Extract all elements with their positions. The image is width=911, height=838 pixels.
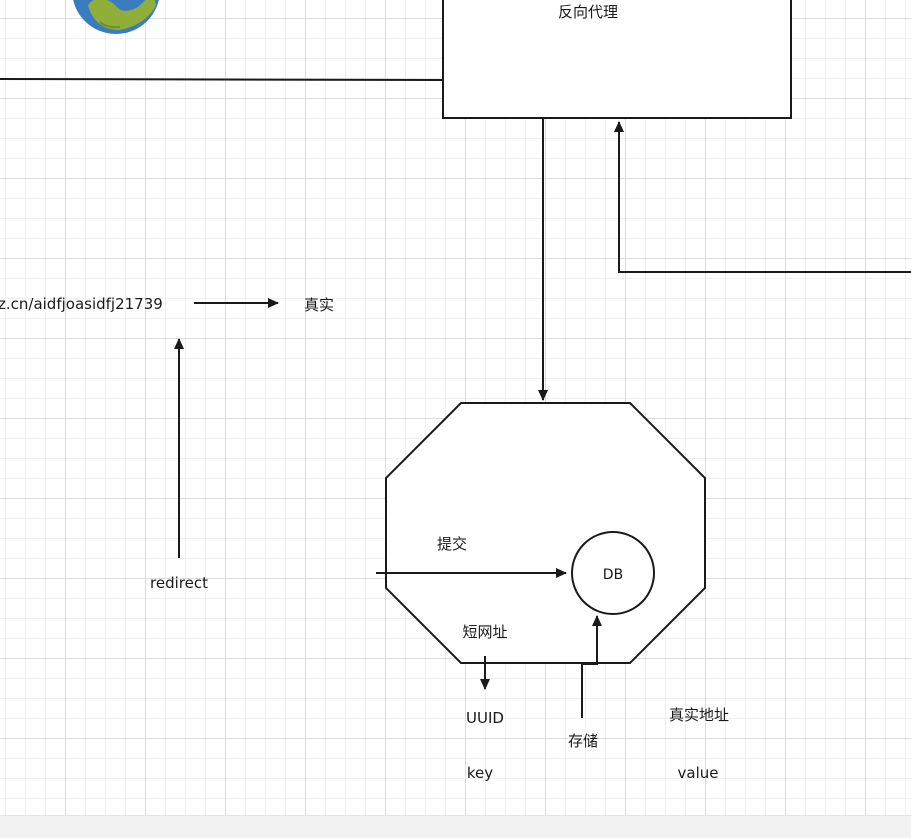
key-label: key: [467, 764, 493, 782]
db-circle: [571, 531, 655, 615]
client-to-proxy-line: [0, 78, 444, 81]
db-label: DB: [603, 567, 623, 583]
service-octagon: [385, 402, 706, 664]
short-url-text: z.cn/aidfjoasidfj21739: [0, 295, 163, 313]
storage-arrow: [581, 615, 602, 718]
submit-label: 提交: [437, 535, 467, 553]
reverse-proxy-label: 反向代理: [558, 3, 618, 21]
real-label: 真实: [304, 296, 334, 314]
globe-icon: [73, 0, 159, 34]
bottom-bar: [0, 815, 911, 838]
uuid-label: UUID: [466, 709, 504, 727]
storage-label: 存储: [568, 732, 598, 750]
value-label: value: [678, 764, 719, 782]
reverse-proxy-box: [442, 0, 792, 119]
real-address-label: 真实地址: [669, 706, 729, 724]
short-address-label: 短网址: [462, 623, 507, 641]
return-to-proxy-arrow: [614, 121, 911, 273]
redirect-label: redirect: [150, 574, 208, 592]
